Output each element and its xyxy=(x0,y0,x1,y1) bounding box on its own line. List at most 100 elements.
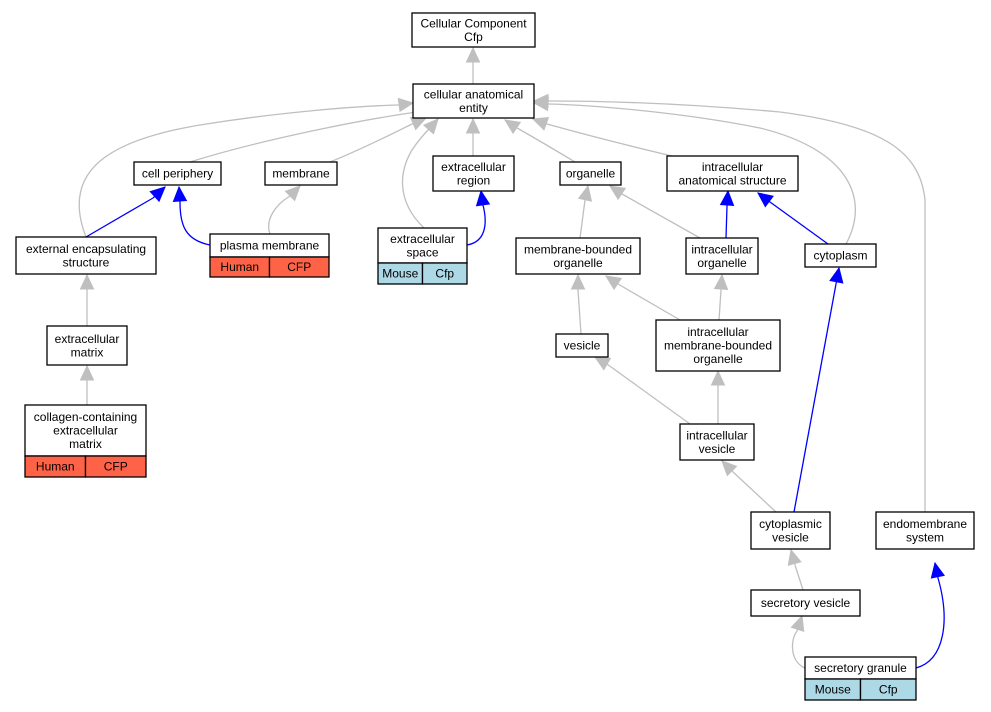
node-box xyxy=(750,511,831,550)
edge-is-a-endomembrane-system-to-cellular-anatomical-entity xyxy=(532,93,926,512)
node-label: intracellular xyxy=(691,242,752,256)
edge-layer xyxy=(78,46,945,669)
node-cell-periphery[interactable]: cell periphery xyxy=(133,161,222,186)
node-box xyxy=(655,319,781,372)
edge-is-a-organelle-to-cellular-anatomical-entity xyxy=(504,119,576,163)
edge-is-a-membrane-to-cellular-anatomical-entity xyxy=(329,117,428,163)
node-membrane[interactable]: membrane xyxy=(264,161,338,186)
node-label: intracellular xyxy=(702,160,763,174)
node-box xyxy=(432,155,515,192)
node-organelle[interactable]: organelle xyxy=(559,161,622,186)
arrowhead xyxy=(570,273,586,290)
node-label: membrane-bounded xyxy=(664,339,772,353)
edge-is-a-intracellular-vesicle-to-intracellular-membrane-bounded-organelle xyxy=(710,369,726,424)
node-label: cytoplasmic xyxy=(759,517,822,531)
edge-is-a-vesicle-to-membrane-bounded-organelle xyxy=(570,273,586,335)
arrowhead xyxy=(593,356,612,371)
node-label: region xyxy=(457,173,490,187)
node-label: Cellular Component xyxy=(420,16,527,30)
node-label: system xyxy=(906,530,944,544)
node-label: plasma membrane xyxy=(220,239,320,253)
node-label: extracellular xyxy=(55,332,120,346)
node-cytoplasm[interactable]: cytoplasm xyxy=(804,243,877,268)
node-box xyxy=(133,161,222,186)
arrowhead xyxy=(605,275,623,291)
edge-part-of-extracellular-space-to-extracellular-region xyxy=(466,189,491,246)
arrowhead xyxy=(721,460,738,477)
arrowhead xyxy=(930,561,945,579)
edge-is-a-intracellular-organelle-to-organelle xyxy=(609,185,701,239)
arrowhead xyxy=(757,192,774,208)
edge-is-a-intracellular-vesicle-to-vesicle xyxy=(593,356,691,425)
arrowhead xyxy=(149,186,166,203)
node-secretory-vesicle[interactable]: secretory vesicle xyxy=(750,589,861,617)
node-label: intracellular xyxy=(687,325,748,339)
node-label: matrix xyxy=(69,437,102,451)
node-box xyxy=(555,333,609,358)
node-vesicle[interactable]: vesicle xyxy=(555,333,609,358)
node-label: anatomical structure xyxy=(678,173,786,187)
node-label: Cfp xyxy=(464,30,483,44)
node-box xyxy=(685,237,759,275)
node-label: vesicle xyxy=(699,442,736,456)
arrowhead xyxy=(504,119,522,135)
badge-label: Mouse xyxy=(382,267,418,281)
edge-is-a-secretory-granule-to-secretory-vesicle xyxy=(790,614,806,669)
arrowhead xyxy=(829,266,844,284)
node-label: organelle xyxy=(566,167,616,181)
edge-is-a-intracellular-anatomical-structure-to-cellular-anatomical-entity xyxy=(531,117,673,157)
badge-label: Cfp xyxy=(435,267,454,281)
edge-is-a-external-encapsulating-structure-to-cellular-anatomical-entity xyxy=(78,97,415,238)
badge-label: CFP xyxy=(287,260,311,274)
arrowhead xyxy=(79,364,95,381)
node-label: organelle xyxy=(553,256,603,270)
node-box xyxy=(15,236,157,275)
arrowhead xyxy=(532,93,549,109)
node-label: membrane-bounded xyxy=(524,242,632,256)
node-box xyxy=(24,404,147,457)
edge-is-a-intracellular-membrane-bounded-organelle-to-membrane-bounded-organelle xyxy=(605,275,681,321)
arrowhead xyxy=(787,548,802,566)
arrowhead xyxy=(465,46,481,63)
node-box xyxy=(559,161,622,186)
arrowhead xyxy=(713,273,729,290)
node-label: membrane xyxy=(272,167,330,181)
arrowhead xyxy=(790,614,805,633)
edge-is-a-intracellular-membrane-bounded-organelle-to-intracellular-organelle xyxy=(713,273,729,321)
node-box xyxy=(515,237,641,275)
node-label: entity xyxy=(459,101,488,115)
species-badge xyxy=(268,256,330,278)
node-label: cell periphery xyxy=(142,167,213,181)
badge-label: Mouse xyxy=(815,683,851,697)
edge-part-of-cytoplasm-to-intracellular-anatomical-structure xyxy=(757,192,829,245)
node-box xyxy=(875,511,975,550)
node-label: vesicle xyxy=(564,339,601,353)
arrowhead xyxy=(409,117,428,131)
node-collagen-containing-ecm[interactable]: collagen-containingextracellularmatrixHu… xyxy=(24,404,147,478)
node-label: structure xyxy=(63,255,110,269)
badge-label: CFP xyxy=(104,460,128,474)
arrowhead xyxy=(172,185,188,202)
edge-is-a-extracellular-matrix-to-external-encapsulating-structure xyxy=(79,273,95,326)
node-label: secretory vesicle xyxy=(761,596,851,610)
node-label: organelle xyxy=(693,352,743,366)
edge-part-of-plasma-membrane-to-cell-periphery xyxy=(172,185,211,246)
edge-part-of-intracellular-organelle-to-intracellular-anatomical-structure xyxy=(719,189,735,239)
